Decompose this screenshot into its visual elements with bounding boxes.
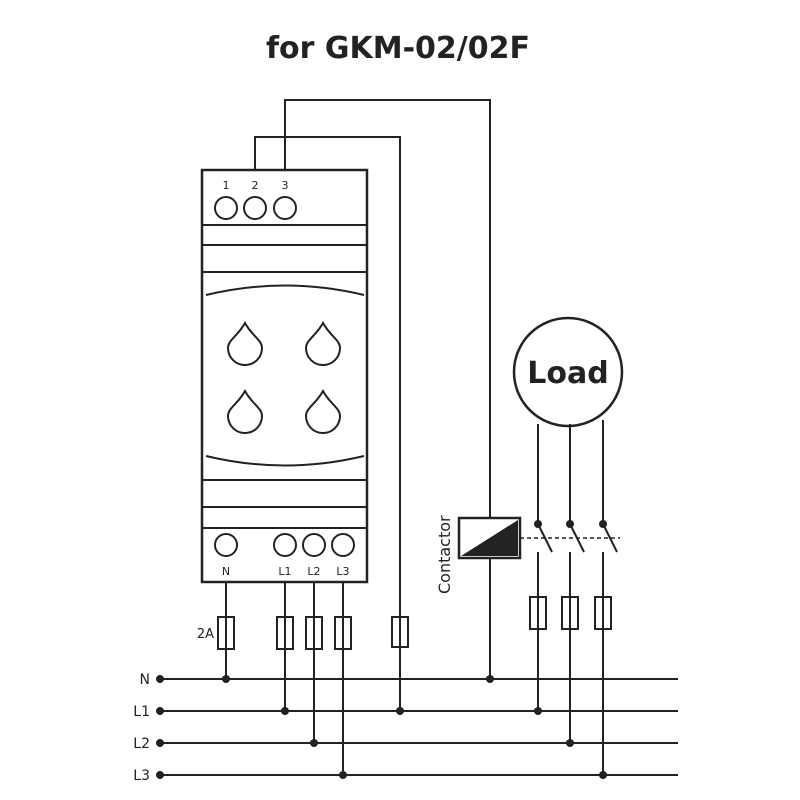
load: Load [512,316,624,428]
contact-switch-icon [566,424,585,597]
fuse-icon [529,596,547,630]
bottom-terminal-l1-label: L1 [278,565,291,578]
top-terminal-1-label: 1 [223,179,230,192]
fuse-icon [305,616,323,650]
junction-dot [486,675,494,683]
control-wires [254,99,491,711]
fuse-icon [276,616,294,650]
bottom-terminal-l1 [273,533,297,557]
junction-dot [534,707,542,715]
junction-dot [566,739,574,747]
fuse-rating-label: 2A [197,627,214,642]
junction-dot [222,675,230,683]
junction-dot [281,707,289,715]
load-circle-icon [512,316,624,428]
bottom-terminal-n-label: N [222,565,230,578]
fuse-icon [594,596,612,630]
junction-dot [396,707,404,715]
contact-switch-icon [599,420,618,597]
bus-bars: N L1 L2 L3 [133,672,678,784]
diagram-title: for GKM-02/02F [266,31,530,66]
bottom-terminal-l2 [302,533,326,557]
contactor-label: Contactor [435,515,454,594]
relay-device: 1 2 3 N L1 L2 L3 [200,168,369,584]
bottom-terminal-l3 [331,533,355,557]
contact-switch-icon [534,424,553,597]
junction-dot [310,739,318,747]
bottom-terminal-n [214,533,238,557]
contactor: Contactor [435,420,620,775]
knob-icon [226,320,264,366]
junction-dot [599,771,607,779]
fuse-icon [217,616,235,650]
junction-dot [339,771,347,779]
top-terminal-2-label: 2 [252,179,259,192]
knob-icon [304,388,342,434]
bottom-terminal-l2-label: L2 [307,565,320,578]
bottom-terminal-l3-label: L3 [336,565,349,578]
bus-label-l2: L2 [133,736,150,752]
fuse-icon [334,616,352,650]
top-terminal-3-label: 3 [282,179,289,192]
knob-icon [226,388,264,434]
top-terminal-1 [214,196,238,220]
knob-icon [304,320,342,366]
fuse-icon [391,616,409,648]
fuse-icon [561,596,579,630]
top-terminal-2 [243,196,267,220]
bus-label-l1: L1 [133,704,150,720]
bus-label-n: N [140,672,150,688]
load-label: Load [527,356,608,391]
bus-label-l3: L3 [133,768,150,784]
fuses: 2A [197,596,612,650]
top-terminal-3 [273,196,297,220]
